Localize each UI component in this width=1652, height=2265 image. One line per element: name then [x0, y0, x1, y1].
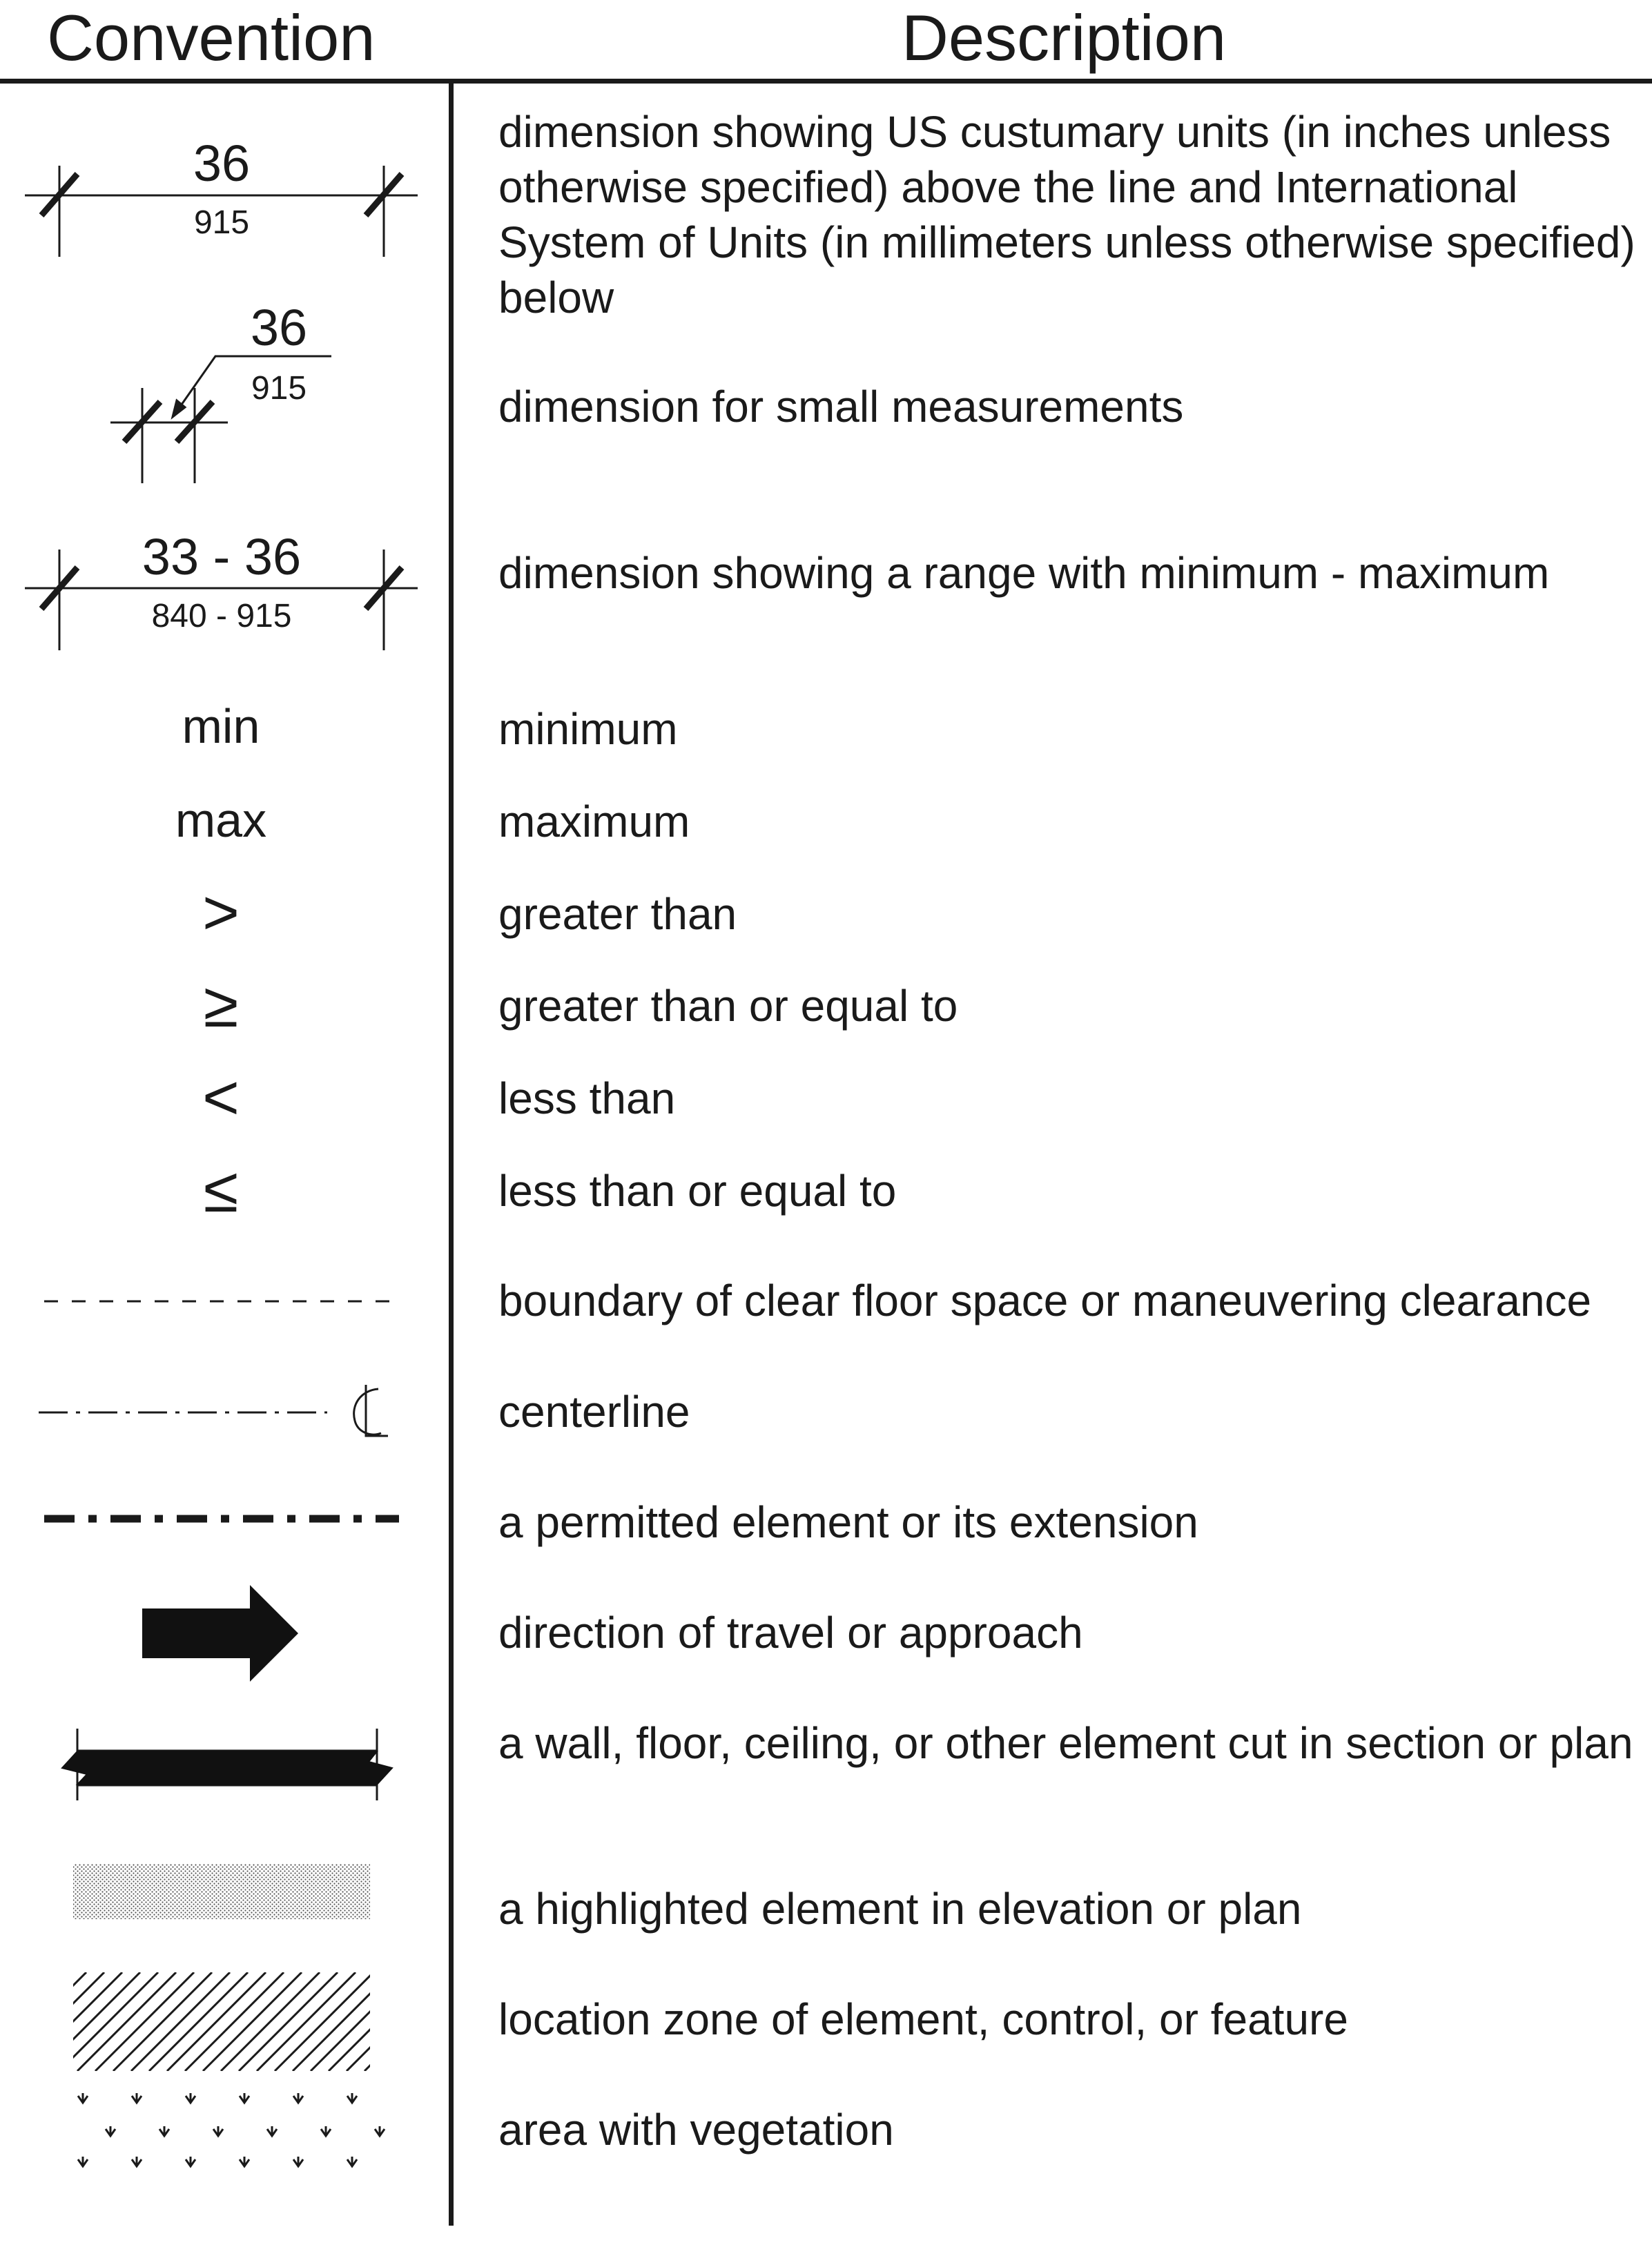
hatch-stroke [184, 1972, 285, 2071]
vegetation-mark [266, 2126, 278, 2138]
hatch-stroke [0, 1972, 68, 2071]
dimension-icon: 36 915 [25, 135, 418, 257]
small-dimension-icon: 36 915 [110, 299, 331, 483]
hatch-stroke [166, 1972, 267, 2071]
hatch-stroke [202, 1972, 303, 2071]
vegetation-mark [130, 2157, 143, 2168]
small-dimension-inches-label: 36 [251, 299, 307, 356]
hatch-stroke [94, 1972, 195, 2071]
hatch-stroke [291, 1992, 370, 2071]
hatch-stroke [73, 1972, 106, 2005]
hatch-stroke [73, 1972, 159, 2059]
row-description: greater than or equal to [498, 981, 958, 1031]
row-description: dimension showing US custumary units (in… [498, 107, 1635, 322]
dimension-inches-label: 36 [193, 135, 250, 192]
hatch-stroke [73, 1972, 142, 2041]
hatch-stroke [273, 1974, 370, 2071]
row-description: dimension for small measurements [498, 382, 1184, 431]
row-description: less than [498, 1073, 676, 1123]
row-description: minimum [498, 704, 678, 754]
vegetation-mark [77, 2093, 89, 2105]
hatch-stroke [255, 1972, 357, 2071]
vegetation-mark [238, 2093, 251, 2105]
dimension-mm-label: 915 [194, 204, 249, 241]
vegetation-mark [212, 2126, 224, 2138]
row-description: a highlighted element in elevation or pl… [498, 1884, 1302, 1934]
greater-equal-symbol: ≥ [203, 970, 239, 1040]
row-description: location zone of element, control, or fe… [498, 1994, 1348, 2044]
hatch-stroke [237, 1972, 339, 2071]
row-description: direction of travel or approach [498, 1608, 1083, 1658]
hatch-stroke [327, 2028, 370, 2071]
row-description: greater than [498, 889, 737, 939]
hatch-stroke [309, 2010, 370, 2071]
hatch-stroke [382, 1972, 481, 2071]
centerline-icon [39, 1385, 388, 1437]
vegetation-mark [184, 2093, 197, 2105]
hatch-stroke [363, 2063, 370, 2071]
row-description: centerline [498, 1387, 690, 1437]
less-than-symbol: < [202, 1062, 240, 1133]
row-description: a wall, floor, ceiling, or other element… [498, 1718, 1633, 1768]
wall-section-icon [61, 1729, 393, 1800]
hatch-stroke [73, 1972, 124, 2023]
header-divider [0, 79, 1652, 84]
row-description: maximum [498, 797, 690, 846]
small-dimension-mm-label: 915 [251, 370, 307, 407]
vegetation-mark [373, 2126, 386, 2138]
vegetation-icon [77, 2093, 386, 2168]
vegetation-mark [77, 2157, 89, 2168]
vegetation-mark [238, 2157, 251, 2168]
vegetation-mark [320, 2126, 332, 2138]
hatch-stroke [76, 1972, 177, 2071]
hatch-stroke [220, 1972, 321, 2071]
hatch-stroke [112, 1972, 213, 2071]
hatch-stroke [345, 2045, 370, 2071]
vegetation-mark [292, 2093, 304, 2105]
row-description: less than or equal to [498, 1166, 897, 1216]
min-symbol: min [182, 699, 260, 753]
row-description: area with vegetation [498, 2105, 894, 2155]
range-mm-label: 840 - 915 [152, 598, 292, 634]
vegetation-mark [104, 2126, 117, 2138]
row-description: boundary of clear floor space or maneuve… [498, 1276, 1592, 1325]
vegetation-mark [346, 2157, 358, 2168]
vegetation-mark [346, 2093, 358, 2105]
hatch-stroke [130, 1972, 231, 2071]
column-divider [449, 79, 454, 2226]
stipple-fill-icon [73, 1864, 370, 1919]
vegetation-mark [158, 2126, 171, 2138]
vegetation-mark [292, 2157, 304, 2168]
hatch-fill-icon [0, 1972, 481, 2071]
convention-header: Convention [47, 1, 376, 74]
row-description: dimension showing a range with minimum -… [498, 548, 1550, 598]
arrow-right-icon [142, 1585, 298, 1682]
vegetation-mark [130, 2093, 143, 2105]
hatch-stroke [148, 1972, 249, 2071]
range-inches-label: 33 - 36 [142, 528, 301, 585]
description-header: Description [902, 1, 1227, 74]
less-equal-symbol: ≤ [203, 1155, 239, 1225]
vegetation-mark [184, 2157, 197, 2168]
greater-than-symbol: > [202, 877, 240, 948]
range-dimension-icon: 33 - 36 840 - 915 [25, 528, 418, 650]
row-description: a permitted element or its extension [498, 1497, 1198, 1547]
max-symbol: max [175, 793, 267, 847]
